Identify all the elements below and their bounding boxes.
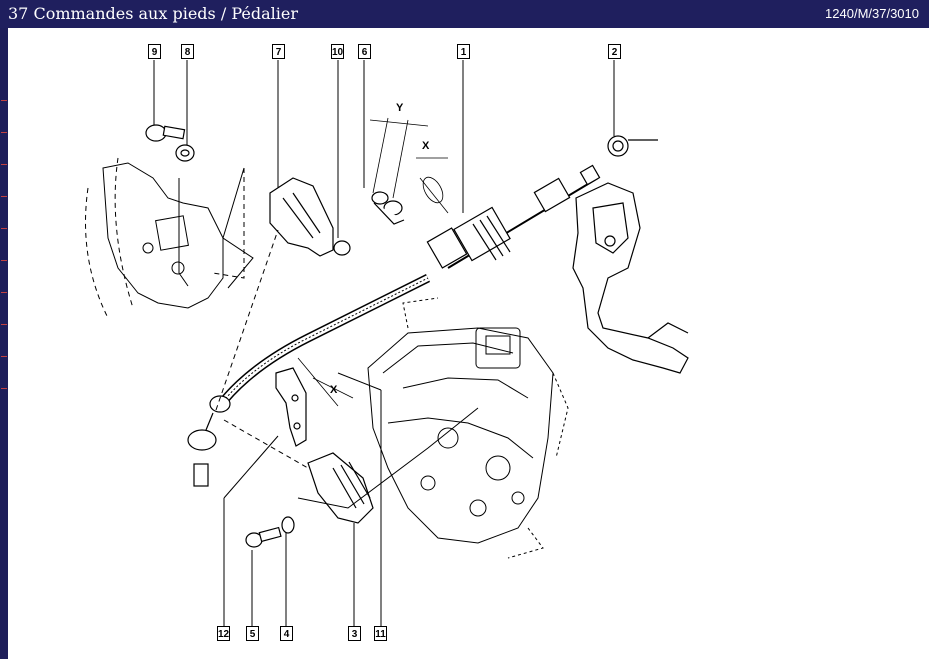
margin-tick [1, 324, 7, 325]
left-margin-strip [0, 28, 8, 659]
callout-4: 4 [280, 626, 293, 641]
margin-tick [1, 292, 7, 293]
title-bar: 37 Commandes aux pieds / Pédalier 1240/M… [0, 0, 929, 28]
margin-tick [1, 132, 7, 133]
bolt-washer [245, 516, 295, 548]
exploded-diagram: 9 8 7 10 6 1 2 12 5 4 3 11 Y X X [8, 28, 929, 659]
dimension-x-label: X [422, 140, 430, 152]
retaining-clip [307, 452, 374, 524]
callout-9: 9 [148, 44, 161, 59]
document-reference: 1240/M/37/3010 [825, 6, 919, 21]
callout-12: 12 [217, 626, 230, 641]
margin-tick [1, 260, 7, 261]
margin-tick [1, 356, 7, 357]
left-housing [85, 157, 224, 319]
dimension-x-lower-label: X [330, 384, 338, 396]
dimension-y-label: Y [396, 102, 404, 114]
margin-tick [1, 228, 7, 229]
assembly-dashes [212, 168, 309, 469]
cable-cover [269, 177, 351, 257]
callout-2: 2 [608, 44, 621, 59]
margin-tick [1, 100, 7, 101]
margin-tick [1, 196, 7, 197]
pedal-assembly [572, 135, 689, 374]
callout-11: 11 [374, 626, 387, 641]
support-bracket [275, 367, 307, 447]
callout-7: 7 [272, 44, 285, 59]
cable-end [187, 395, 231, 487]
cable-sleeve [426, 164, 601, 269]
ball-joint [371, 191, 405, 225]
callout-1: 1 [457, 44, 470, 59]
zigzag-lines [222, 167, 479, 509]
screw-and-bush [145, 124, 195, 162]
callout-6: 6 [358, 44, 371, 59]
gearbox-housing [367, 297, 569, 559]
callout-3: 3 [348, 626, 361, 641]
callout-5: 5 [246, 626, 259, 641]
callout-10: 10 [331, 44, 344, 59]
diagram-drawing [85, 60, 689, 626]
leader-lines [153, 60, 615, 626]
margin-tick [1, 164, 7, 165]
dimension-lines [297, 117, 449, 407]
callout-8: 8 [181, 44, 194, 59]
page-title: 37 Commandes aux pieds / Pédalier [8, 4, 298, 23]
margin-tick [1, 388, 7, 389]
